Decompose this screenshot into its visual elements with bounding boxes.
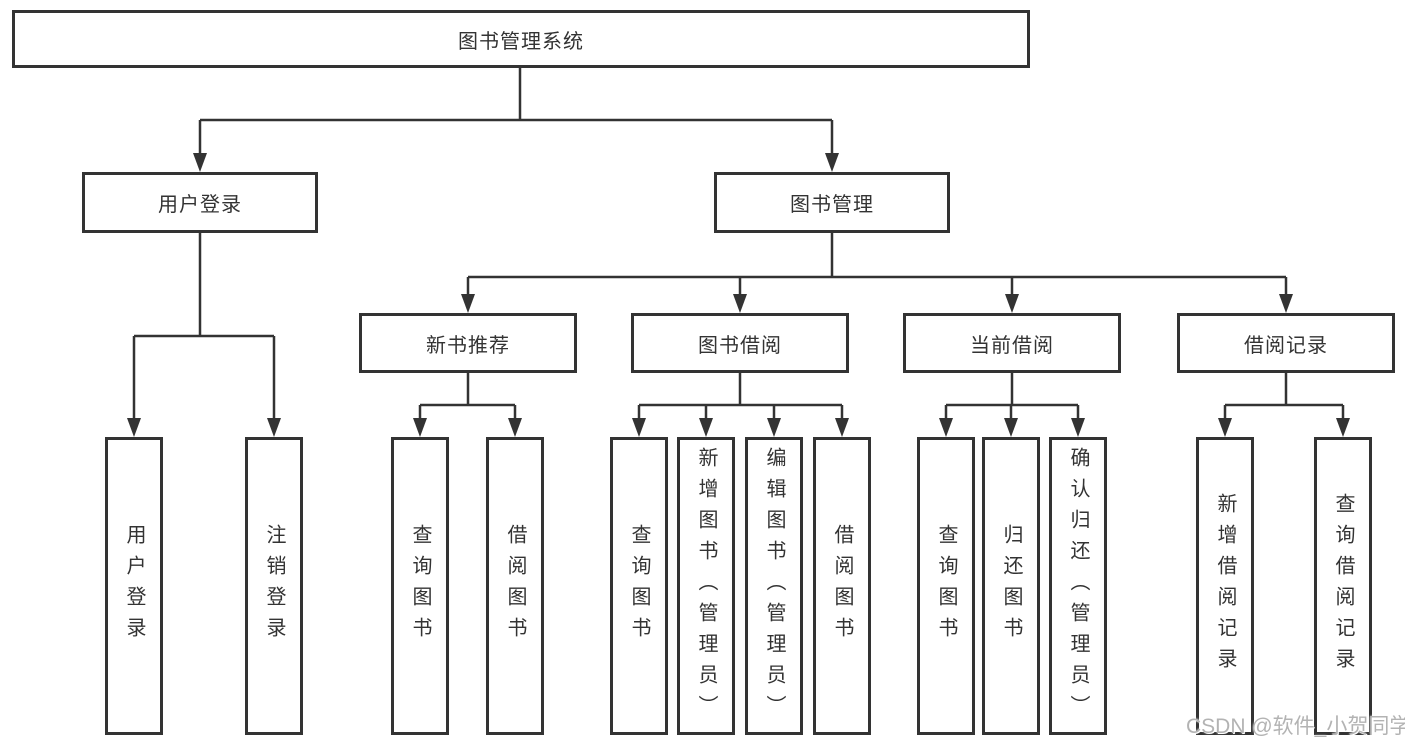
leaf-edit-book-admin-label: 编辑图书（管理员） (763, 446, 785, 726)
leaf-borrow-books-recommend: 借阅图书 (486, 437, 544, 735)
leaf-query-books-recommend: 查询图书 (391, 437, 449, 735)
leaf-return-books: 归还图书 (982, 437, 1040, 735)
leaf-user-login-label: 用户登录 (123, 524, 145, 648)
connector-lines (132, 68, 1345, 420)
leaf-query-borrow-record: 查询借阅记录 (1314, 437, 1372, 735)
arrow-down-icons (127, 153, 1350, 437)
leaf-return-books-label: 归还图书 (1000, 524, 1022, 648)
leaf-logout: 注销登录 (245, 437, 303, 735)
leaf-add-book-admin: 新增图书（管理员） (677, 437, 735, 735)
node-current-borrowing: 当前借阅 (903, 313, 1121, 373)
leaf-logout-label: 注销登录 (263, 524, 285, 648)
node-book-management: 图书管理 (714, 172, 950, 233)
node-book-borrowing: 图书借阅 (631, 313, 849, 373)
leaf-user-login: 用户登录 (105, 437, 163, 735)
node-root: 图书管理系统 (12, 10, 1030, 68)
leaf-borrow-books-recommend-label: 借阅图书 (504, 524, 526, 648)
leaf-borrow-books-borrowing: 借阅图书 (813, 437, 871, 735)
leaf-query-books-borrowing: 查询图书 (610, 437, 668, 735)
leaf-add-borrow-record: 新增借阅记录 (1196, 437, 1254, 735)
node-borrow-records: 借阅记录 (1177, 313, 1395, 373)
leaf-borrow-books-borrowing-label: 借阅图书 (831, 524, 853, 648)
watermark: CSDN @软件_小贺同学 (1186, 715, 1405, 738)
leaf-query-books-recommend-label: 查询图书 (409, 524, 431, 648)
leaf-query-books-borrowing-label: 查询图书 (628, 524, 650, 648)
node-new-book-recommend: 新书推荐 (359, 313, 577, 373)
leaf-query-books-current-label: 查询图书 (935, 524, 957, 648)
leaf-add-book-admin-label: 新增图书（管理员） (695, 446, 717, 726)
leaf-query-borrow-record-label: 查询借阅记录 (1332, 493, 1354, 679)
leaf-add-borrow-record-label: 新增借阅记录 (1214, 493, 1236, 679)
leaf-confirm-return-admin: 确认归还（管理员） (1049, 437, 1107, 735)
leaf-confirm-return-admin-label: 确认归还（管理员） (1067, 446, 1089, 726)
leaf-edit-book-admin: 编辑图书（管理员） (745, 437, 803, 735)
node-user-login: 用户登录 (82, 172, 318, 233)
leaf-query-books-current: 查询图书 (917, 437, 975, 735)
